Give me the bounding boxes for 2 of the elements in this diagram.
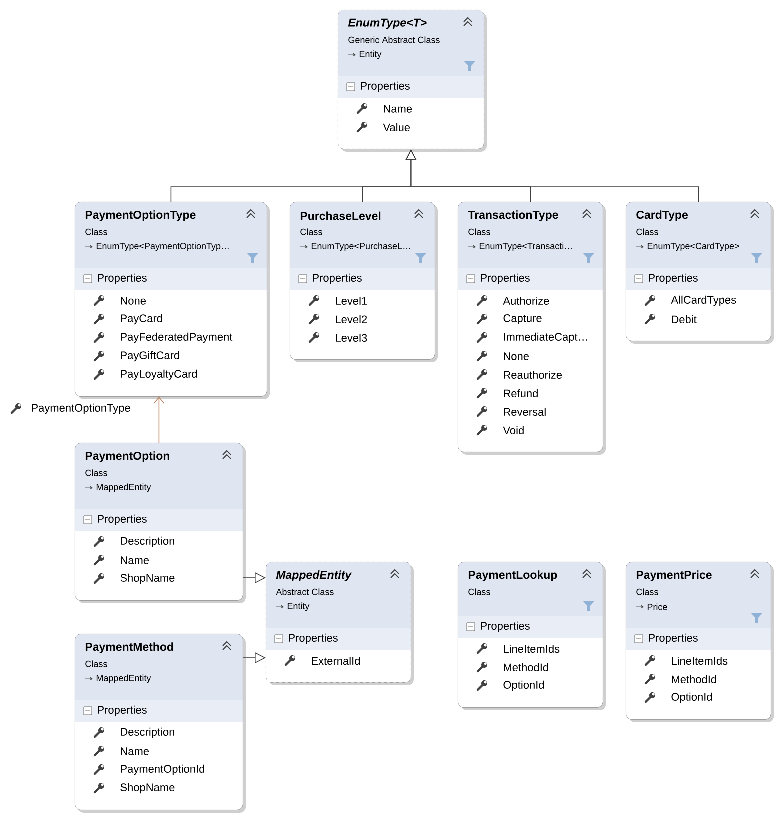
arrow bbox=[154, 396, 165, 444]
edge-label: PaymentOptionType bbox=[30, 402, 132, 416]
